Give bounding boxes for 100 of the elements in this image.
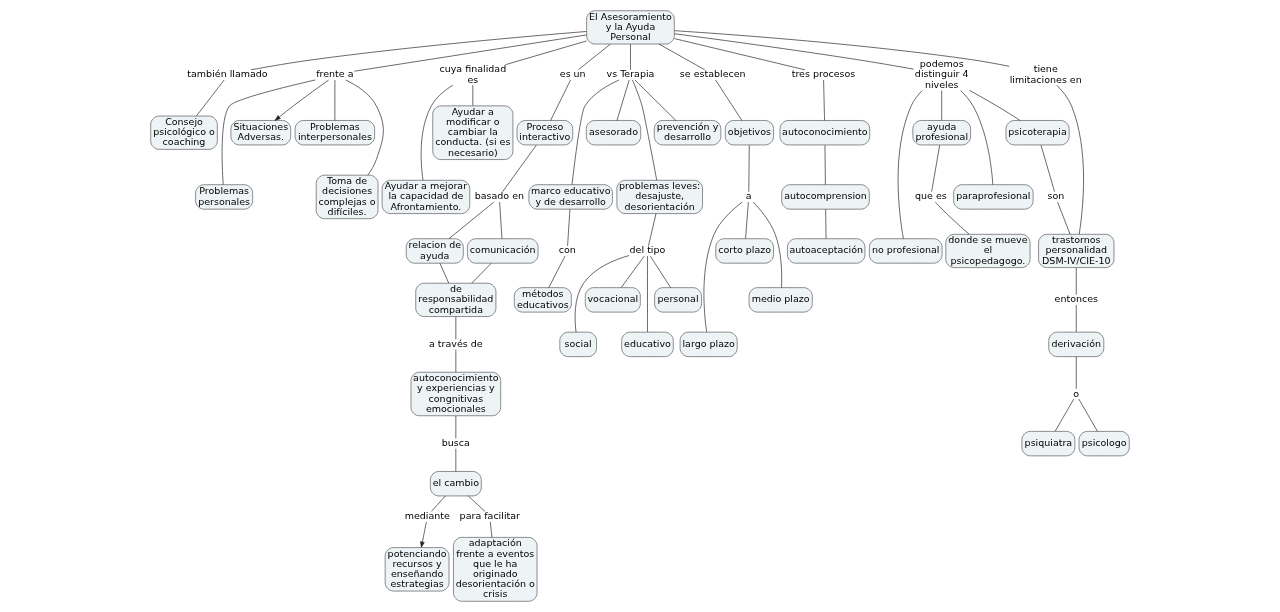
connector	[648, 213, 657, 246]
node-box: largo plazo	[679, 331, 738, 357]
connector	[674, 38, 806, 71]
connector	[574, 255, 630, 333]
node-text: con	[558, 244, 576, 256]
connector	[550, 79, 571, 121]
node-text: o	[1073, 387, 1080, 399]
node-box: trastornos personalidad DSM-IV/CIE-10	[1038, 233, 1115, 268]
node-box: educativo	[621, 331, 674, 357]
connector	[616, 79, 630, 121]
connector	[489, 521, 493, 538]
node-box: adaptación frente a eventos que le ha originado desorientación o crisis	[453, 537, 538, 602]
node-text: tiene limitaciones en	[1009, 63, 1082, 85]
connector	[221, 79, 316, 185]
arrow	[274, 79, 329, 121]
node-box: psicoterapia	[1005, 120, 1070, 146]
node-box: autocomprension	[781, 184, 870, 210]
node-text: busca	[441, 437, 470, 449]
node-box: problemas leves: desajuste, desorientación	[616, 179, 703, 214]
connector	[630, 43, 631, 71]
arrow	[420, 521, 427, 548]
connector	[578, 43, 611, 71]
connector	[471, 263, 492, 284]
connector	[960, 90, 994, 185]
node-box: el cambio	[430, 471, 482, 497]
connector	[703, 201, 743, 333]
connector	[499, 201, 503, 239]
connector	[658, 43, 705, 71]
node-text: entonces	[1054, 293, 1098, 305]
node-box: El Asesoramiento y la Ayuda Personal	[586, 10, 675, 45]
connector	[650, 255, 671, 288]
node-box: comunicación	[467, 238, 539, 264]
node-text: se establecen	[679, 68, 746, 80]
node-box: Consejo psicológico o coaching	[150, 115, 218, 150]
node-box: prevención y desarrollo	[653, 120, 722, 146]
node-text: también llamado	[187, 68, 268, 80]
node-box: ayuda profesional	[912, 120, 971, 146]
connector	[467, 495, 486, 512]
node-box: autoconocimiento y experiencias y congnitivas emocionales	[410, 371, 502, 417]
connector	[1056, 85, 1084, 235]
node-box: objetivos	[724, 120, 774, 146]
node-box: corto plazo	[715, 238, 774, 264]
connector	[1040, 144, 1055, 193]
node-text: podemos distinguir 4 niveles	[914, 58, 969, 90]
node-text: del tipo	[629, 244, 666, 256]
connector	[439, 263, 450, 284]
connector	[634, 79, 677, 121]
connector	[250, 31, 587, 71]
connector	[567, 208, 571, 247]
connector	[502, 144, 537, 193]
connector	[1078, 398, 1098, 432]
connector	[420, 84, 454, 181]
node-box: Situaciones Adversas.	[230, 120, 292, 146]
connector	[431, 495, 446, 512]
node-box: asesorado	[585, 120, 641, 146]
node-text: mediante	[404, 510, 450, 522]
node-text: que es	[914, 190, 947, 202]
node-box: relacion de ayuda	[405, 238, 464, 264]
connector	[715, 79, 743, 121]
connector	[571, 79, 620, 185]
node-text: para facilitar	[459, 510, 520, 522]
connector	[548, 255, 566, 288]
connector	[823, 79, 825, 121]
node-box: vocacional	[584, 287, 641, 313]
node-box: de responsabilidad compartida	[415, 282, 497, 317]
connector	[745, 201, 749, 239]
node-text: a	[745, 190, 752, 202]
connector	[934, 201, 970, 235]
connector	[897, 90, 923, 239]
node-box: derivación	[1048, 331, 1105, 357]
node-text: frente a	[316, 68, 354, 80]
connector	[196, 79, 225, 117]
connector	[931, 144, 940, 193]
node-box: Toma de decisiones complejas o difíciles.	[315, 174, 379, 219]
connector	[1054, 398, 1075, 432]
node-box: Ayudar a modificar o cambiar la conducta. (si es necesario)	[432, 105, 514, 160]
node-text: a través de	[429, 337, 483, 349]
connector	[620, 255, 645, 288]
connector	[824, 144, 826, 186]
node-box: donde se mueve el psicopedagogo.	[945, 233, 1031, 268]
node-text: es un	[559, 68, 586, 80]
node-box: medio plazo	[748, 287, 813, 313]
node-box: psiquiatra	[1021, 431, 1076, 457]
node-text: cuya finalidad es	[439, 63, 507, 85]
connector	[505, 40, 587, 66]
node-box: autoaceptación	[787, 238, 866, 264]
connector	[674, 30, 1010, 67]
connector	[354, 34, 587, 72]
node-box: Problemas interpersonales	[294, 120, 375, 146]
connector	[632, 79, 658, 181]
node-box: autoconocimiento	[779, 120, 871, 146]
node-box: personal	[654, 287, 702, 313]
node-box: Problemas personales	[195, 184, 253, 210]
node-box: no profesional	[869, 238, 943, 264]
node-box: Ayudar a mejorar la capacidad de Afrontamiento.	[381, 179, 471, 214]
node-box: social	[559, 331, 597, 357]
connector	[674, 33, 914, 70]
node-text: vs Terapia	[606, 68, 655, 80]
connector	[752, 201, 783, 288]
node-text: tres procesos	[791, 68, 856, 80]
